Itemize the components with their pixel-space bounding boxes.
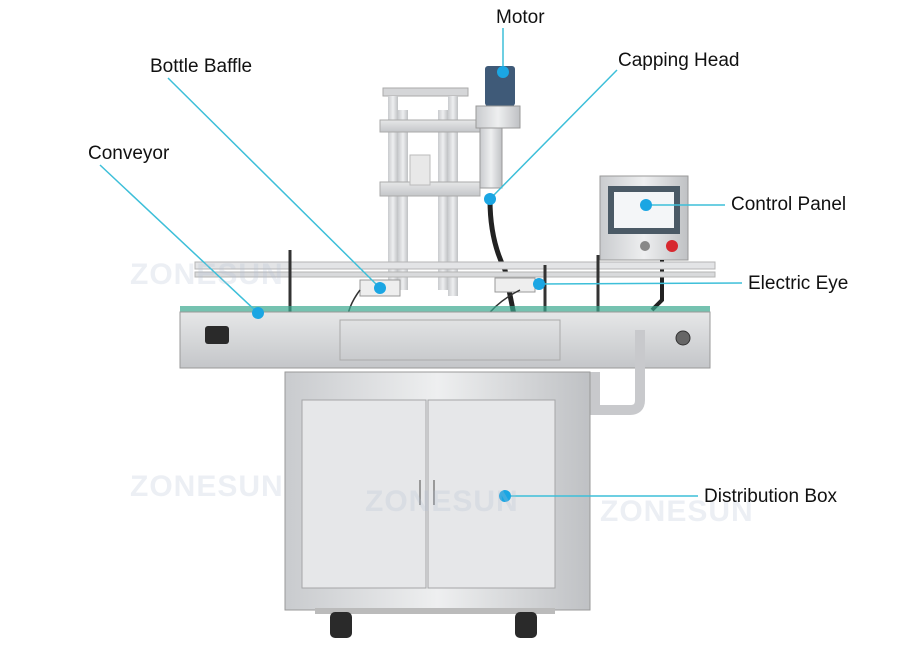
electric-eye-marker-dot — [533, 278, 545, 290]
control-panel — [599, 175, 689, 312]
label-electric-eye: Electric Eye — [748, 273, 849, 294]
conveyor-marker-dot — [252, 307, 264, 319]
watermark: ZONESUN — [600, 495, 754, 528]
label-conveyor: Conveyor — [88, 143, 170, 164]
leader-lines — [99, 28, 743, 497]
conveyor — [179, 306, 711, 369]
label-bottle-baffle: Bottle Baffle — [150, 56, 253, 77]
label-capping-head: Capping Head — [618, 50, 740, 71]
control-panel-marker-dot — [640, 199, 652, 211]
label-motor: Motor — [496, 7, 545, 28]
distribution-box-marker-dot — [499, 490, 511, 502]
label-control-panel: Control Panel — [731, 194, 847, 215]
watermark: ZONESUN — [365, 485, 519, 518]
capping-head-marker-dot — [484, 193, 496, 205]
watermark: ZONESUN — [130, 258, 284, 291]
motor-marker-dot — [497, 66, 509, 78]
pipe — [590, 330, 645, 415]
label-distribution-box: Distribution Box — [704, 486, 838, 507]
distribution-box — [284, 371, 591, 638]
watermark: ZONESUN — [130, 470, 284, 503]
motor — [475, 66, 521, 321]
bottle-baffle-marker-dot — [374, 282, 386, 294]
